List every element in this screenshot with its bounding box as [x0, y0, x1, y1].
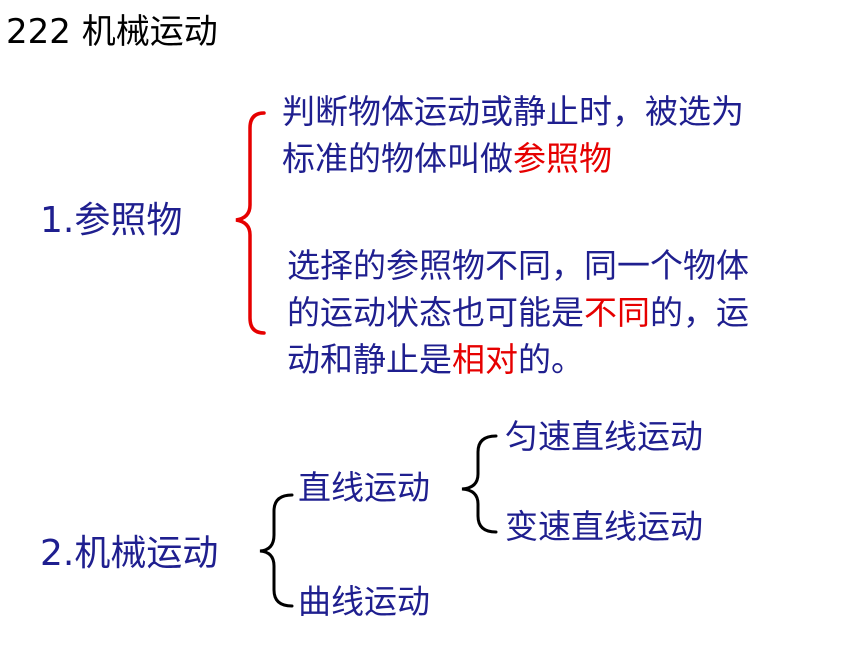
uniform-straight-motion-label: 匀速直线运动 [505, 417, 703, 456]
highlight-different: 不同 [584, 293, 650, 332]
reference-definition-line2: 标准的物体叫做参照物 [282, 139, 612, 178]
curved-motion-label: 曲线运动 [298, 582, 430, 621]
bracket-section1 [235, 111, 266, 335]
page-title: 222 机械运动 [6, 12, 218, 52]
bracket-section2 [259, 493, 294, 608]
relativity-line3: 动和静止是相对的。 [287, 340, 584, 379]
straight-motion-label: 直线运动 [298, 468, 430, 507]
variable-straight-motion-label: 变速直线运动 [505, 507, 703, 546]
relativity-line2: 的运动状态也可能是不同的，运 [287, 293, 749, 332]
highlight-relative: 相对 [452, 340, 518, 379]
reference-definition-line1: 判断物体运动或静止时，被选为 [282, 92, 744, 131]
section2-heading: 2.机械运动 [40, 533, 219, 574]
relativity-line1: 选择的参照物不同，同一个物体 [287, 246, 749, 285]
highlight-reference-object: 参照物 [513, 139, 612, 178]
section1-heading: 1.参照物 [40, 200, 183, 241]
bracket-straight-motion [461, 434, 498, 534]
